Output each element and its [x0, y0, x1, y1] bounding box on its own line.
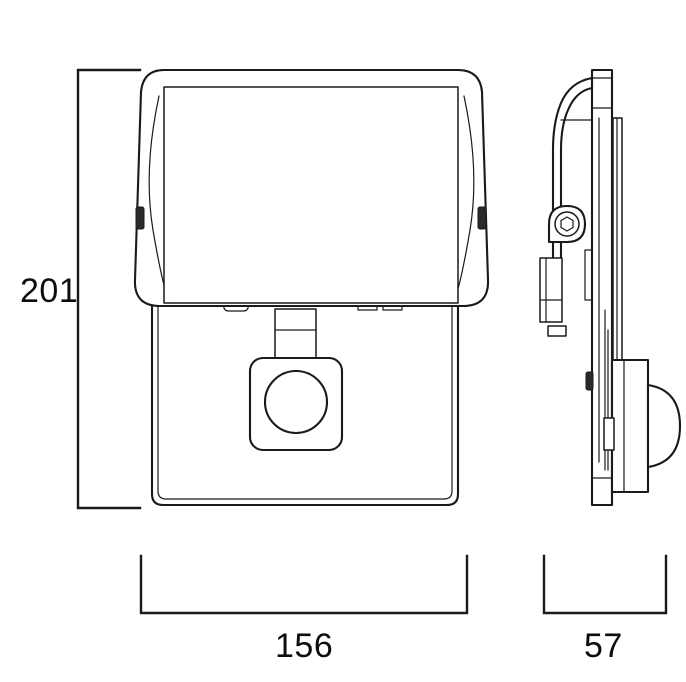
- right-waist-contour: [453, 95, 475, 304]
- front-view: [133, 68, 490, 507]
- dimension-depth-57: 57: [542, 554, 668, 665]
- sensor-dome-cap: [646, 383, 682, 469]
- lens-glass-panel: [163, 86, 459, 304]
- pir-sensor-neck: [274, 308, 317, 366]
- led-head-housing: [133, 68, 490, 308]
- pivot-hex-screw: [547, 204, 587, 244]
- side-slab-outline: [590, 68, 614, 507]
- dimension-height-201: 201: [20, 68, 142, 510]
- side-profile-body: [590, 68, 614, 507]
- dimension-bracket-depth: [542, 554, 668, 615]
- pir-sensor-lens: [263, 369, 329, 435]
- pir-sensor-housing: [248, 356, 344, 452]
- left-side-tab: [135, 206, 145, 230]
- sensor-mount-lug: [603, 417, 615, 451]
- side-detail-strips: [584, 249, 594, 391]
- pir-sensor-dome: [603, 358, 682, 494]
- right-side-tab: [477, 206, 487, 230]
- side-tab-marker: [585, 371, 594, 391]
- side-view: [539, 68, 682, 507]
- dimension-width-label: 156: [275, 627, 333, 665]
- dimension-width-156: 156: [139, 554, 469, 665]
- pivot-screw-head: [554, 211, 580, 237]
- dimension-bracket-vertical: [76, 68, 142, 510]
- hex-socket: [560, 216, 574, 232]
- bracket-clamp-block: [539, 257, 567, 337]
- cable-gland-tab: [221, 300, 251, 312]
- dimension-height-label: 201: [20, 272, 78, 310]
- dimension-depth-label: 57: [584, 627, 623, 665]
- sensor-block-side: [610, 358, 650, 494]
- dimension-bracket-width: [139, 554, 469, 615]
